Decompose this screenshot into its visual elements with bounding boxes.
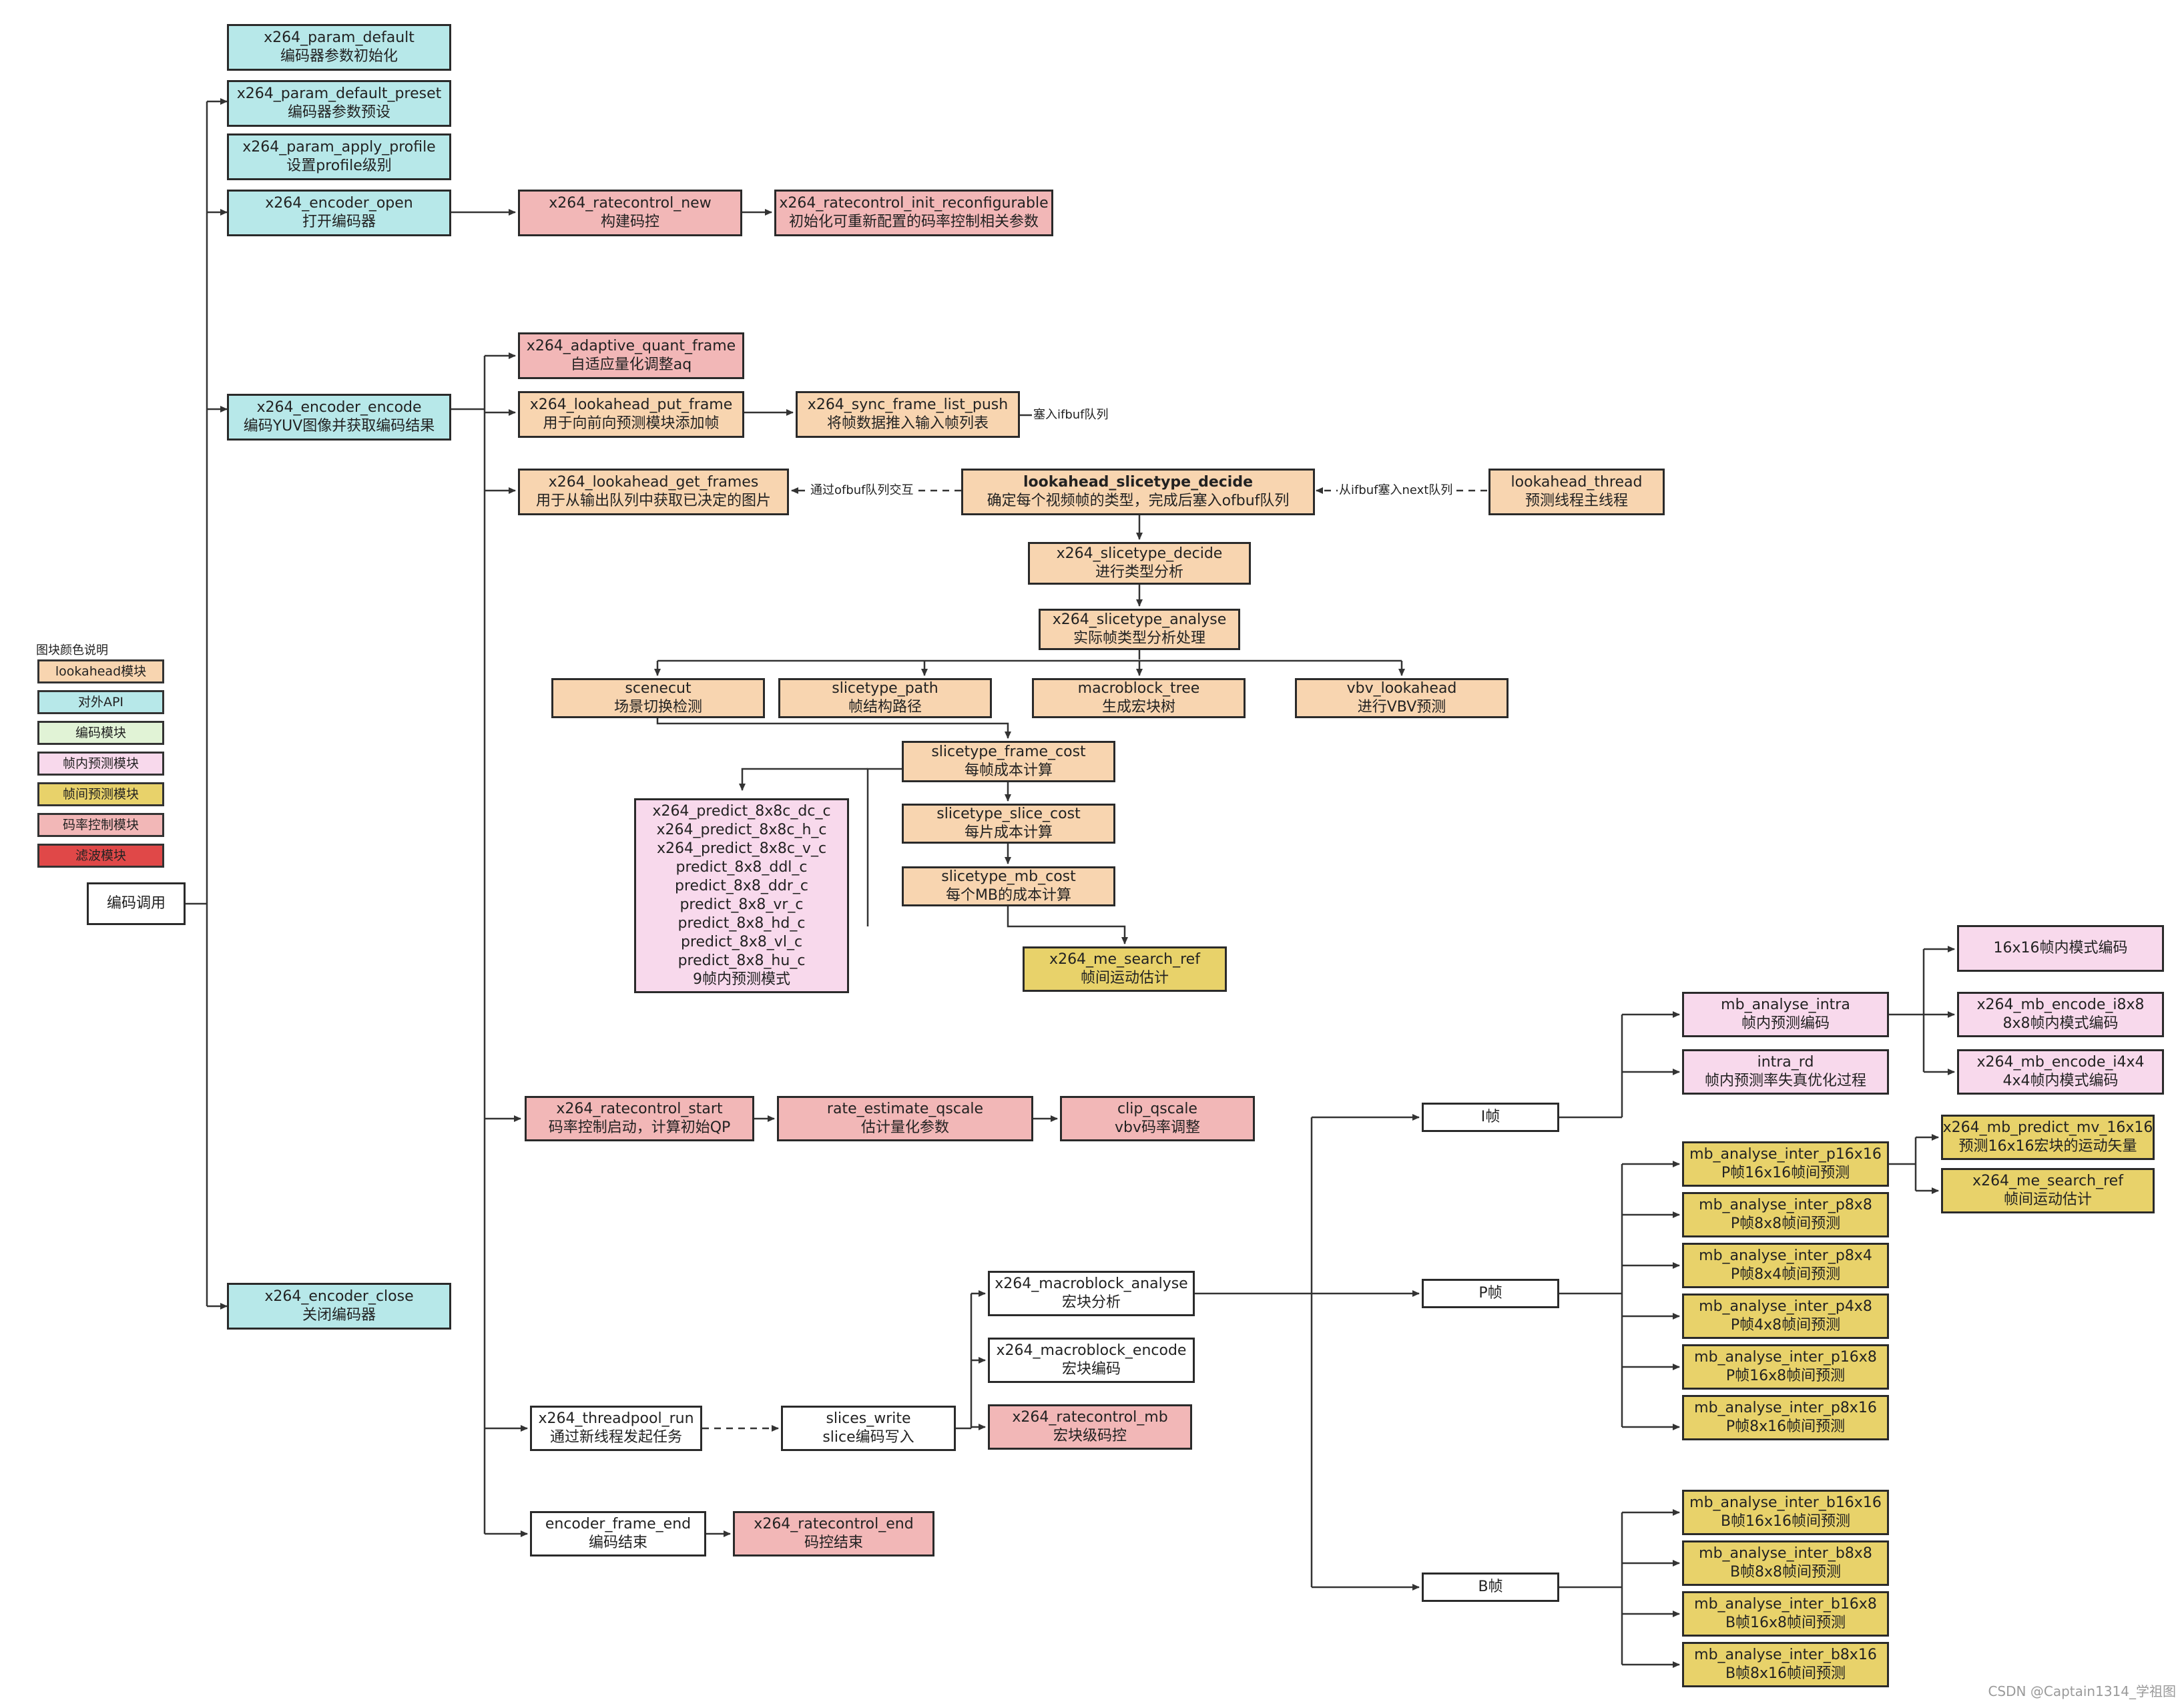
legend-item-intra: 帧内预测模块 [37, 752, 164, 776]
legend-item-filter: 滤波模块 [37, 844, 164, 868]
legend-item-lookahead: lookahead模块 [37, 659, 164, 683]
root-node: 编码调用 [87, 882, 186, 925]
node-p-frame: P帧 [1422, 1279, 1559, 1308]
node-predict-8x8-modes: x264_predict_8x8c_dc_c x264_predict_8x8c… [634, 798, 849, 993]
edge-label-ofbuf-exchange: 通过ofbuf队列交互 [809, 483, 915, 498]
legend-item-ratecontrol: 码率控制模块 [37, 813, 164, 837]
legend-item-api: 对外API [37, 690, 164, 714]
legend-item-encode: 编码模块 [37, 721, 164, 745]
node-16x16-intra-mode: 16x16帧内模式编码 [1957, 925, 2164, 972]
node-i-frame: I帧 [1422, 1103, 1559, 1132]
legend-title: 图块颜色说明 [36, 643, 108, 657]
edge-label-ifbuf-push: 塞入ifbuf队列 [1032, 408, 1110, 422]
legend-item-inter: 帧间预测模块 [37, 782, 164, 806]
node-b-frame: B帧 [1422, 1573, 1559, 1602]
edge-label-ifbuf-to-next: 从ifbuf塞入next队列 [1338, 483, 1454, 498]
watermark: CSDN @Captain1314_学祖图 [1988, 1683, 2176, 1699]
